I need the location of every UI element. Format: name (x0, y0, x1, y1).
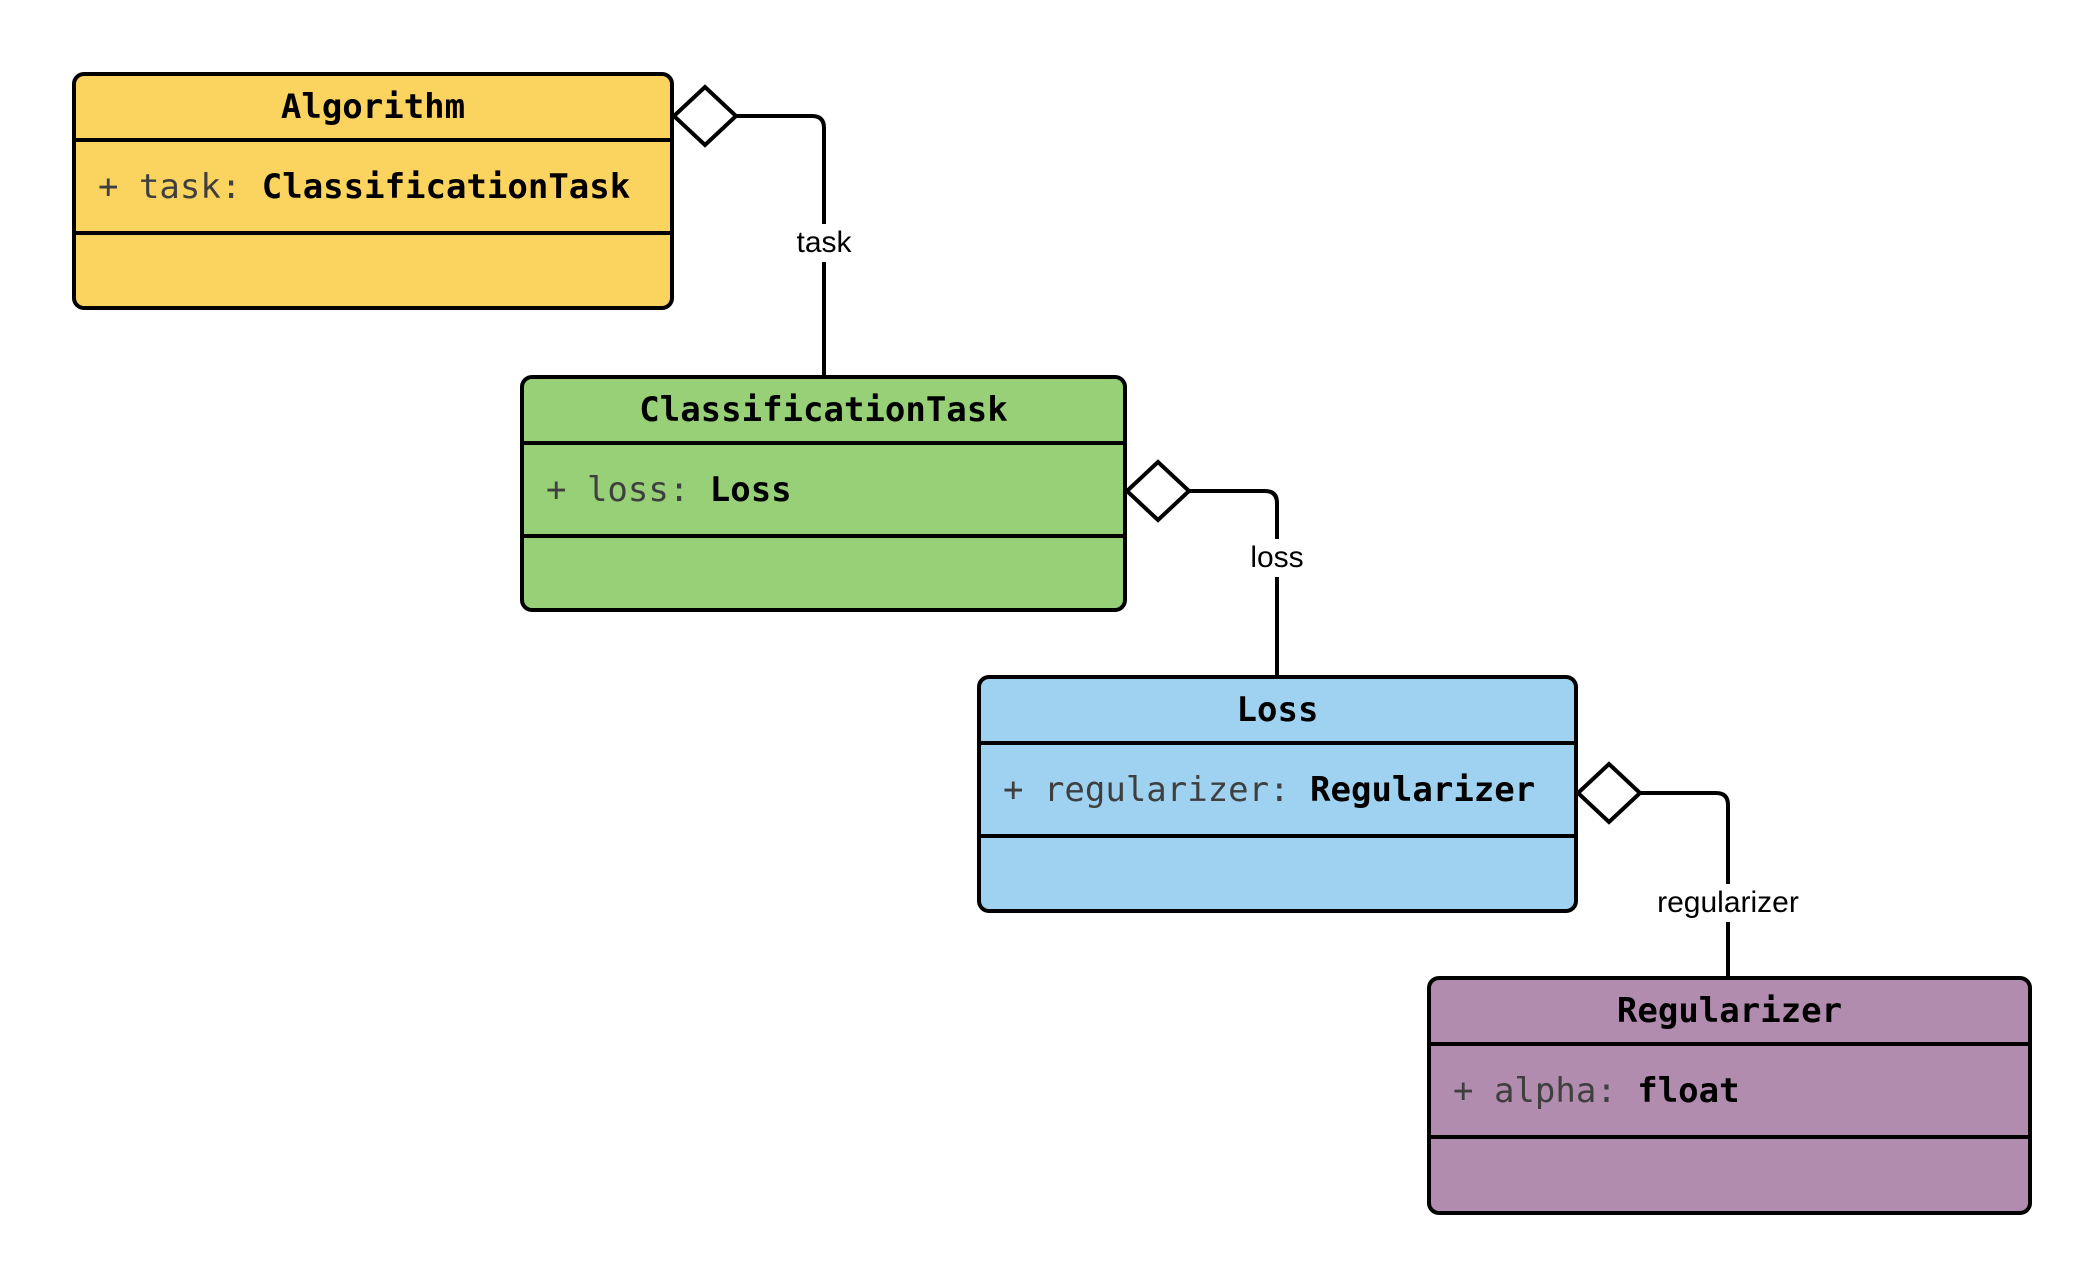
attribute-name: + alpha: (1453, 1070, 1638, 1111)
attribute-type: Regularizer (1310, 769, 1536, 810)
attribute-name: + loss: (546, 469, 710, 510)
class-attributes-classificationtask: + loss: Loss (524, 445, 1123, 538)
class-box-algorithm: Algorithm + task: ClassificationTask (72, 72, 674, 310)
class-methods-empty (76, 235, 670, 306)
class-methods-empty (1431, 1139, 2028, 1211)
attribute-name: + task: (98, 166, 262, 207)
class-box-classificationtask: ClassificationTask + loss: Loss (520, 375, 1127, 612)
attribute-name: + regularizer: (1003, 769, 1311, 810)
connector-task (736, 114, 826, 375)
class-methods-empty (981, 838, 1574, 909)
connector-loss (1189, 489, 1279, 675)
aggregation-diamond-task (671, 84, 739, 148)
class-title-algorithm: Algorithm (76, 76, 670, 142)
connector-regularizer (1640, 791, 1730, 976)
attribute-type: float (1637, 1070, 1740, 1111)
class-attributes-regularizer: + alpha: float (1431, 1046, 2028, 1139)
class-title-classificationtask: ClassificationTask (524, 379, 1123, 445)
aggregation-diamond-loss (1124, 459, 1192, 523)
edge-label-task: task (788, 224, 860, 262)
class-box-loss: Loss + regularizer: Regularizer (977, 675, 1578, 913)
attribute-type: ClassificationTask (261, 166, 631, 207)
class-title-loss: Loss (981, 679, 1574, 745)
class-attributes-loss: + regularizer: Regularizer (981, 745, 1574, 838)
class-title-regularizer: Regularizer (1431, 980, 2028, 1046)
attribute-type: Loss (709, 469, 792, 510)
aggregation-diamond-regularizer (1575, 761, 1643, 825)
class-box-regularizer: Regularizer + alpha: float (1427, 976, 2032, 1215)
class-attributes-algorithm: + task: ClassificationTask (76, 142, 670, 235)
class-methods-empty (524, 538, 1123, 608)
edge-label-regularizer: regularizer (1649, 884, 1807, 922)
edge-label-loss: loss (1242, 539, 1312, 577)
